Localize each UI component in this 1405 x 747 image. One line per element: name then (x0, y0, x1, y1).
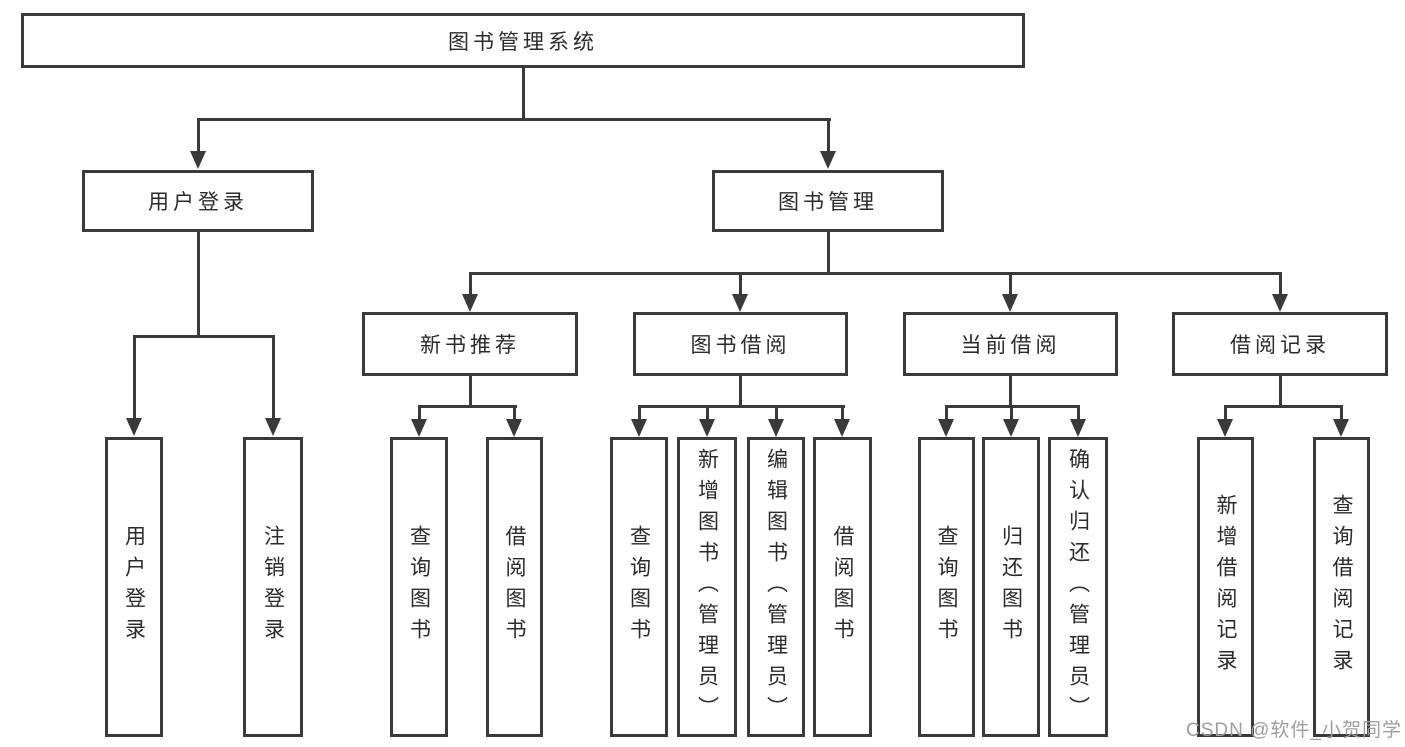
node-new-book-recommendation: 新书推荐 (362, 312, 578, 376)
arrowhead-br-add (1217, 419, 1233, 437)
connector-book-mgmt-stem (826, 231, 830, 274)
connector-bb-edit-drop (774, 404, 778, 421)
connector-book-mgmt-drop (826, 117, 830, 154)
node-library-management-system: 图书管理系统 (21, 13, 1025, 68)
connector-user-login-drop (196, 117, 200, 154)
arrowhead-bb-add (699, 419, 715, 437)
leaf-return-books: 归还图书 (982, 437, 1040, 737)
arrowhead-user-login (190, 151, 206, 169)
node-user-login: 用户登录 (82, 170, 314, 232)
leaf-edit-books-admin: 编辑图书（管理员） (747, 437, 805, 737)
arrowhead-cb-return (1003, 419, 1019, 437)
arrowhead-nb-query (411, 419, 427, 437)
leaf-confirm-return-admin: 确认归还（管理员） (1048, 437, 1108, 737)
leaf-borrow-books-borrowing-label: 借阅图书 (831, 525, 854, 649)
node-book-borrowing: 图书借阅 (633, 312, 848, 376)
leaf-borrow-books-borrowing: 借阅图书 (813, 437, 872, 737)
arrowhead-bb-borrow (834, 419, 850, 437)
connector-bb-add-drop (705, 404, 709, 421)
connector-root-stem (521, 68, 525, 120)
leaf-add-books-admin: 新增图书（管理员） (677, 437, 737, 737)
connector-cb-query-drop (945, 404, 948, 421)
connector-current-borrow-split (945, 404, 1080, 408)
connector-nb-borrow-drop (513, 404, 516, 421)
leaf-query-borrow-record: 查询借阅记录 (1313, 437, 1370, 737)
leaf-add-books-admin-label: 新增图书（管理员） (695, 447, 719, 727)
arrowhead-cb-confirm (1070, 419, 1086, 437)
leaf-logout: 注销登录 (243, 437, 303, 737)
connector-borrow-record-stem (1278, 374, 1282, 407)
connector-level3-split (468, 271, 1282, 275)
leaf-borrow-books-newbook: 借阅图书 (486, 437, 543, 737)
connector-new-book-stem (469, 374, 472, 407)
leaf-borrow-books-newbook-label: 借阅图书 (503, 525, 526, 649)
leaf-user-login-label: 用户登录 (122, 525, 146, 649)
arrowhead-nb-borrow (506, 419, 522, 437)
connector-br-query-drop (1340, 404, 1343, 421)
connector-user-login-stem (196, 231, 200, 336)
connector-level2-split (196, 117, 831, 121)
connector-nb-query-drop (417, 404, 421, 421)
arrowhead-bb-query (631, 419, 647, 437)
connector-cb-confirm-drop (1076, 404, 1080, 421)
arrowhead-leaf-user-login (126, 418, 142, 436)
leaf-query-books-borrowing-label: 查询图书 (627, 525, 651, 649)
node-borrowing-records: 借阅记录 (1172, 312, 1388, 376)
leaf-edit-books-admin-label: 编辑图书（管理员） (764, 447, 788, 727)
arrowhead-bb-edit (768, 419, 784, 437)
connector-br-add-drop (1224, 404, 1227, 421)
leaf-confirm-return-admin-label: 确认归还（管理员） (1066, 447, 1090, 727)
arrowhead-new-book (462, 294, 478, 312)
connector-user-login-split (132, 334, 275, 338)
leaf-add-borrow-record-label: 新增借阅记录 (1214, 494, 1237, 680)
arrowhead-br-query (1333, 419, 1349, 437)
leaf-return-books-label: 归还图书 (999, 525, 1023, 649)
connector-leaf-logout-drop (271, 334, 275, 420)
leaf-add-borrow-record: 新增借阅记录 (1197, 437, 1254, 737)
leaf-user-login: 用户登录 (105, 437, 163, 737)
connector-cb-return-drop (1009, 404, 1013, 421)
arrowhead-cb-query (938, 419, 954, 437)
connector-new-book-split (417, 404, 517, 408)
connector-borrow-record-split (1224, 404, 1343, 408)
leaf-query-books-newbook-label: 查询图书 (407, 525, 431, 649)
leaf-query-books-newbook: 查询图书 (390, 437, 448, 737)
arrowhead-book-borrow (732, 294, 748, 312)
leaf-query-books-current-label: 查询图书 (935, 525, 958, 649)
node-current-borrowing: 当前借阅 (903, 312, 1118, 376)
connector-book-borrow-drop (738, 271, 742, 297)
connector-book-borrow-stem (739, 374, 742, 407)
connector-bb-query-drop (637, 404, 641, 421)
connector-book-borrow-split (637, 404, 845, 408)
connector-leaf-user-login-drop (132, 334, 136, 420)
connector-current-borrow-stem (1009, 374, 1012, 407)
leaf-query-books-current: 查询图书 (918, 437, 975, 737)
connector-new-book-drop (468, 271, 472, 297)
leaf-query-borrow-record-label: 查询借阅记录 (1330, 494, 1353, 680)
connector-bb-borrow-drop (841, 404, 844, 421)
arrowhead-borrow-record (1272, 294, 1288, 312)
leaf-query-books-borrowing: 查询图书 (610, 437, 668, 737)
connector-current-borrow-drop (1008, 271, 1012, 297)
arrowhead-current-borrow (1002, 294, 1018, 312)
leaf-logout-label: 注销登录 (261, 525, 285, 649)
connector-borrow-record-drop (1278, 271, 1282, 297)
node-book-management: 图书管理 (712, 170, 944, 232)
arrowhead-book-mgmt (820, 151, 836, 169)
arrowhead-leaf-logout (265, 418, 281, 436)
csdn-watermark: CSDN @软件_小贺同学 (1186, 720, 1402, 741)
